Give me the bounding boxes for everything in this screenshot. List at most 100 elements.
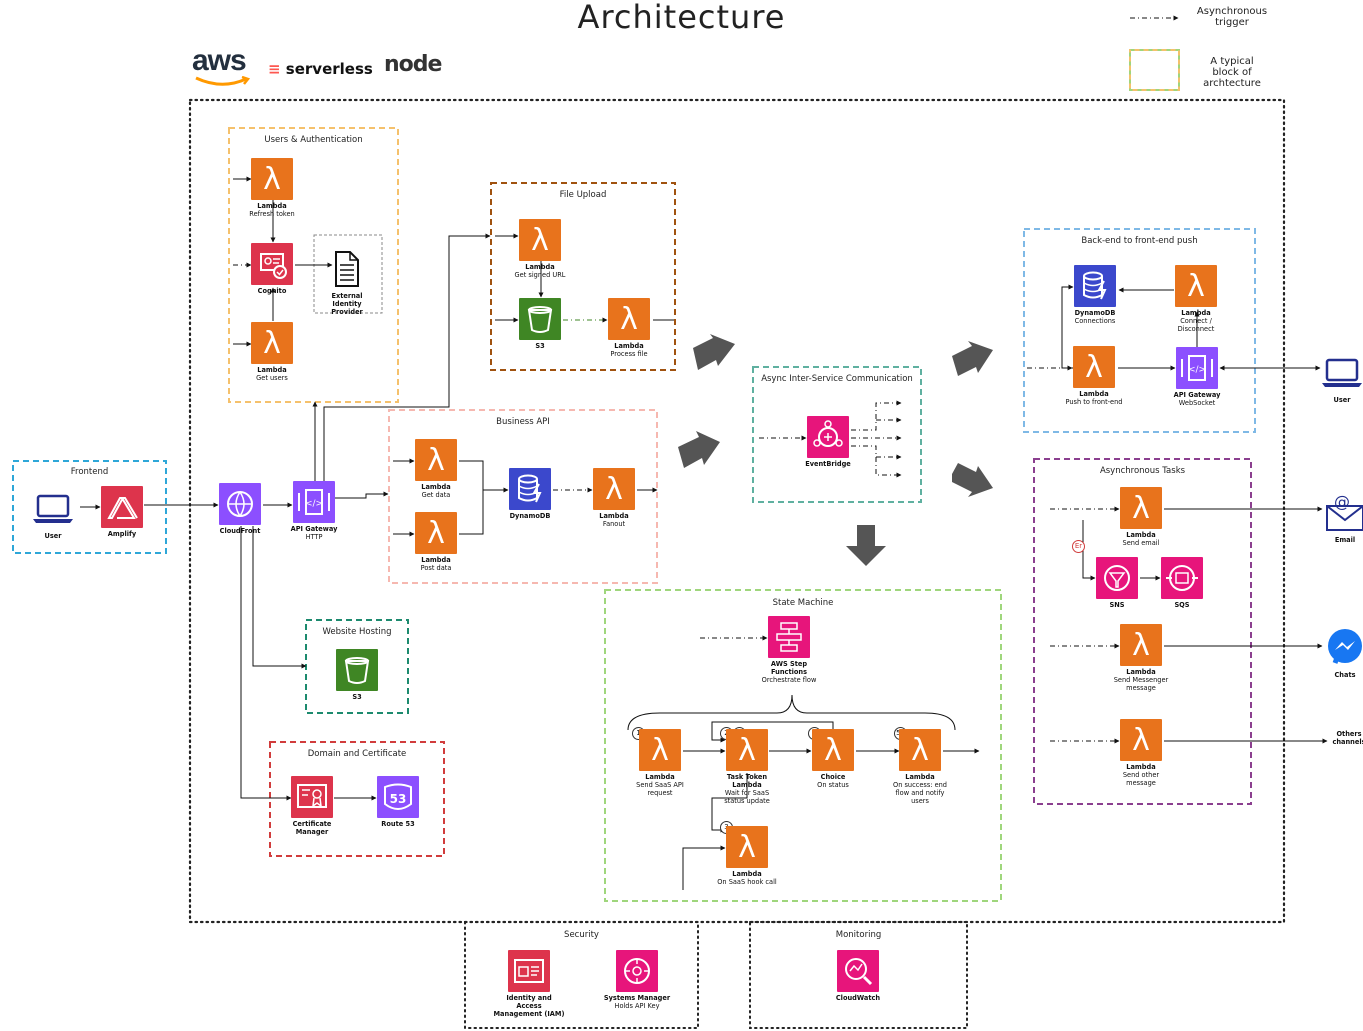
svg-text:λ: λ [738,733,756,768]
nodejs-logo: node [384,52,442,77]
lambda-messenger-icon: λ [1120,624,1162,666]
step-functions-icon [768,616,810,658]
svg-text:λ: λ [651,733,669,768]
lambda-connect-label: Lambda Connect / Disconnect [1177,309,1215,333]
svg-text:λ: λ [427,516,445,551]
group-title-monitoring: Monitoring [835,930,882,940]
dynamo-conn-label: DynamoDB Connections [1074,309,1116,325]
group-title-frontend: Frontend [70,467,109,477]
lambda-fanout-label: Lambda Fanout [599,512,629,528]
lambda-post-data-label: Lambda Post data [420,556,452,572]
svg-text:λ: λ [531,223,549,258]
lambda-get-users-label: Lambda Get users [256,366,288,382]
api-gw-http-label: API Gateway HTTP [290,525,338,541]
cert-manager-label: Certificate Manager [292,820,332,836]
iam-icon [508,950,550,992]
lambda-hook-icon: λ [726,826,768,868]
group-title-async-comm: Async Inter-Service Communication [761,374,913,384]
others-label: Others channels [1332,730,1363,746]
lambda-process-file-label: Lambda Process file [610,342,648,358]
s3-upload-label: S3 [535,342,545,350]
group-title-security: Security [564,930,599,940]
external-idp-label: External Identity Provider [331,292,363,316]
svg-text:λ: λ [263,162,281,197]
task-token-label: Task Token Lambda Wait for SaaS status u… [724,773,770,805]
lambda-hook-label: Lambda On SaaS hook call [717,870,777,886]
serverless-logo: ≡ serverless [268,60,373,78]
svg-text:λ: λ [427,443,445,478]
lambda-push-icon: λ [1073,346,1115,388]
svg-text:λ: λ [824,733,842,768]
lambda-signed-url-label: Lambda Get signed URL [514,263,566,279]
cloudwatch-label: CloudWatch [835,994,881,1002]
lambda-fanout-icon: λ [593,468,635,510]
svg-text:λ: λ [738,830,756,865]
ssm-label: Systems Manager Holds API Key [603,994,671,1010]
amplify-icon [101,486,143,528]
lambda-success-label: Lambda On success: end flow and notify u… [893,773,947,805]
group-title-users-auth: Users & Authentication [264,135,363,145]
group-users-auth [228,127,399,403]
cloudfront-icon [219,483,261,525]
sns-icon [1096,557,1138,599]
group-push [1023,228,1256,433]
lambda-refresh-icon: λ [251,158,293,200]
choice-label: Choice On status [817,773,849,789]
lambda-push-label: Lambda Push to front-end [1065,390,1123,406]
email-icon: @ [1324,492,1363,534]
group-tasks [1033,458,1252,805]
group-title-tasks: Asynchronous Tasks [1099,466,1186,476]
s3-site-icon [336,649,378,691]
lambda-other-icon: λ [1120,719,1162,761]
task-token-icon: λ [726,729,768,771]
email-label: Email [1334,536,1356,544]
user-push-icon [1321,352,1363,394]
legend-typical-block-label: A typical block of archtecture [1203,56,1261,89]
lambda-get-users-icon: λ [251,322,293,364]
s3-upload-icon [519,298,561,340]
eventbridge-label: EventBridge [805,460,851,468]
chats-icon [1324,627,1363,669]
cognito-label: Cognito [257,287,287,295]
security-boundary [464,921,699,1029]
cert-manager-icon [291,776,333,818]
lambda-messenger-label: Lambda Send Messenger message [1113,668,1169,692]
dynamodb-label: DynamoDB [509,512,551,520]
s3-site-label: S3 [352,693,362,701]
svg-text:λ: λ [620,302,638,337]
external-idp-icon [326,248,368,290]
group-frontend [12,460,167,554]
legend-async-trigger-label: Asynchronous trigger [1196,6,1268,28]
svg-text:λ: λ [263,326,281,361]
svg-text:λ: λ [911,733,929,768]
lambda-other-label: Lambda Send other message [1122,763,1160,787]
api-gw-ws-label: API Gateway WebSocket [1173,391,1221,407]
lambda-saas-icon: λ [639,729,681,771]
eventbridge-icon [807,416,849,458]
group-external-idp [313,234,383,314]
cloudwatch-icon [837,950,879,992]
svg-text:53: 53 [390,792,407,806]
svg-text:</>: </> [305,499,323,509]
lambda-saas-label: Lambda Send SaaS API request [636,773,684,797]
lambda-refresh-label: Lambda Refresh token [249,202,295,218]
lambda-email-label: Lambda Send email [1122,531,1160,547]
main-boundary [188,98,1286,924]
group-async-comm [752,366,922,503]
step-functions-label: AWS Step Functions Orchestrate flow [761,660,817,684]
monitoring-boundary [749,921,968,1029]
svg-text:λ: λ [1132,628,1150,663]
lambda-success-icon: λ [899,729,941,771]
sqs-icon [1161,557,1203,599]
route53-icon: 53 [377,776,419,818]
group-title-file-upload: File Upload [559,190,607,200]
api-gw-http-icon: </> [293,481,335,523]
svg-text:λ: λ [1132,723,1150,758]
svg-text:λ: λ [1187,269,1205,304]
choice-icon: λ [812,729,854,771]
sns-label: SNS [1109,601,1125,609]
dynamodb-icon [509,468,551,510]
lambda-email-icon: λ [1120,487,1162,529]
group-state-machine [604,589,1002,902]
